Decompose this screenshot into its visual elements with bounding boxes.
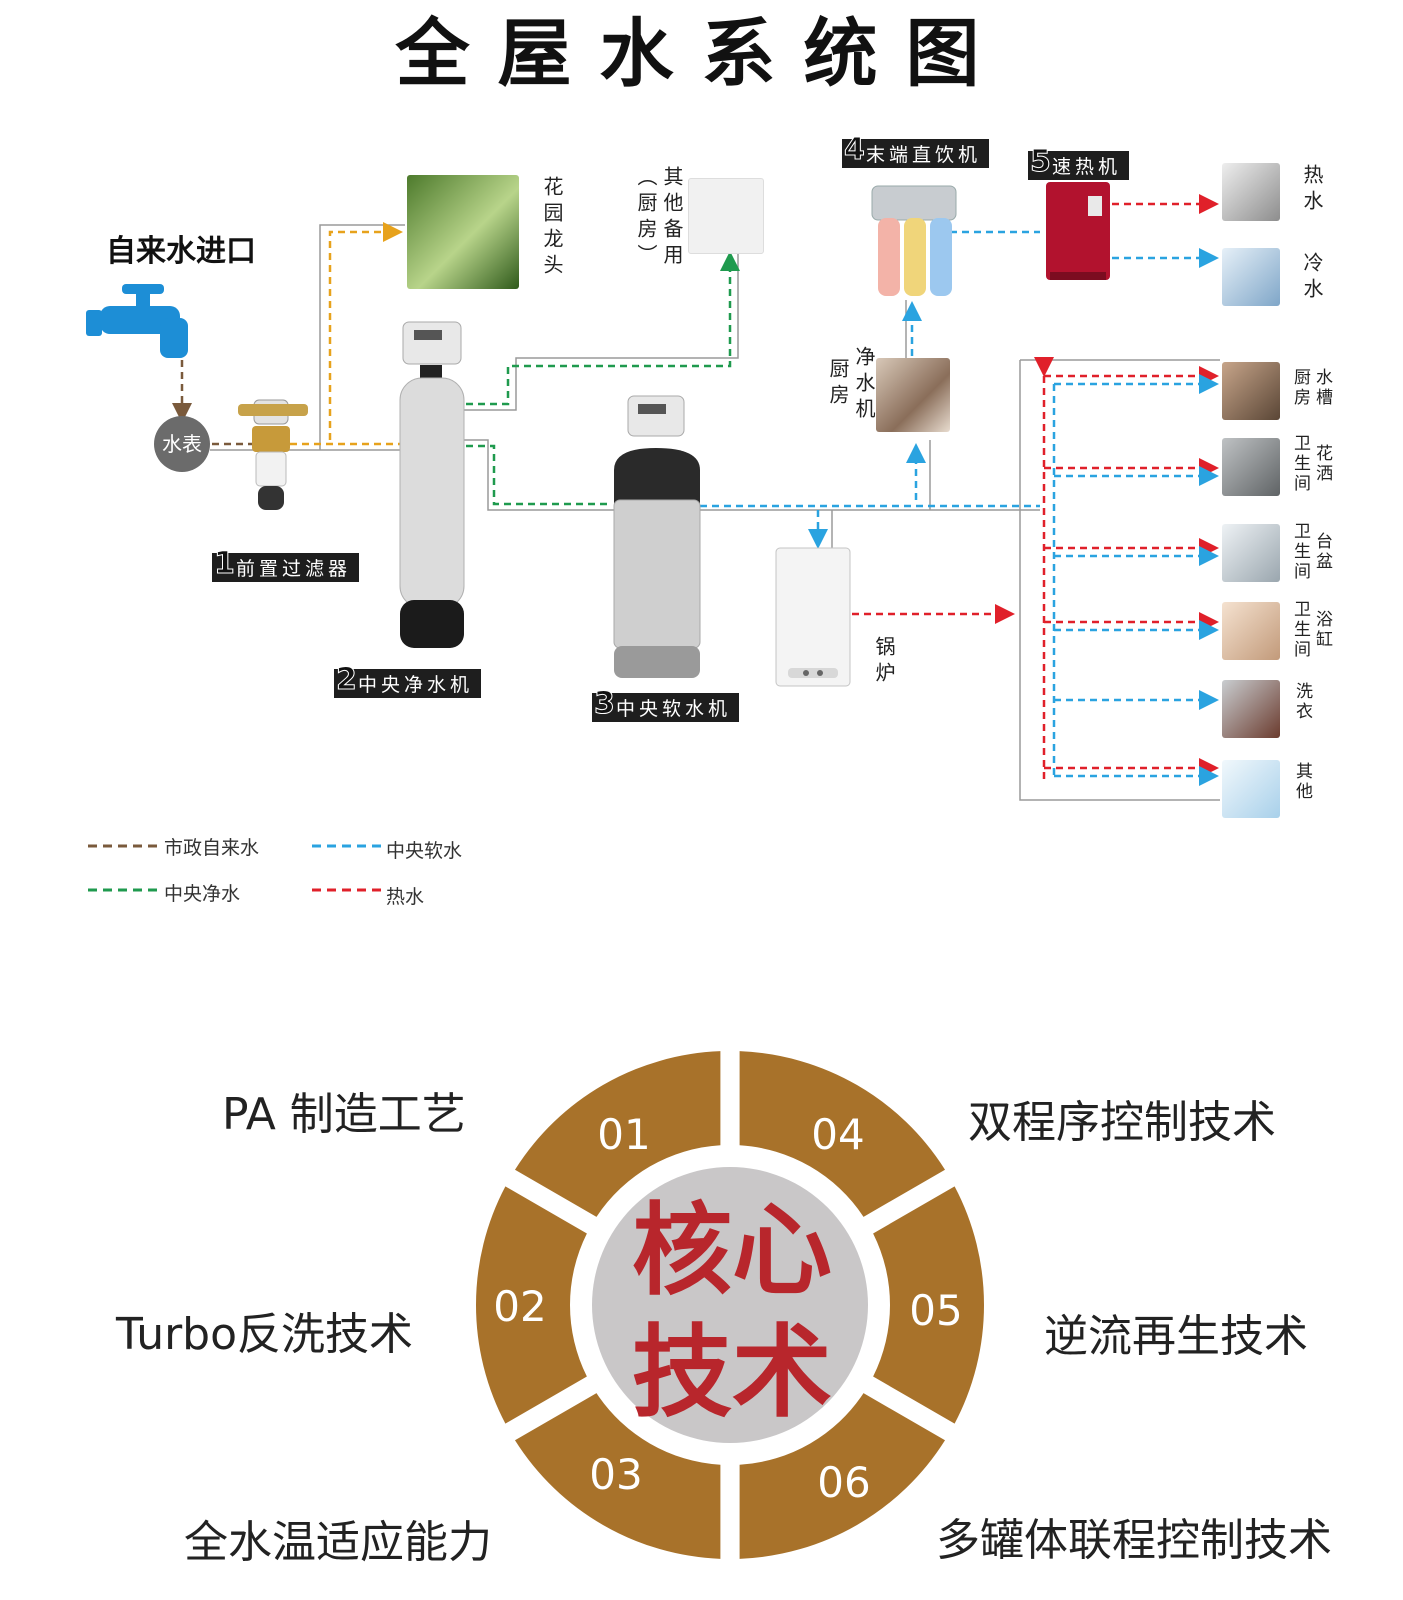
- garden-pipe: [328, 222, 403, 440]
- basin-photo: [1222, 524, 1280, 582]
- bathtub-label-b: 浴缸: [1312, 610, 1332, 650]
- segment-04-label: 04: [811, 1110, 864, 1159]
- basin-label-b: 台盆: [1312, 532, 1332, 572]
- garden-photo: [407, 175, 519, 289]
- water-meter: 水表: [154, 416, 210, 472]
- core-title-line2: 技术: [632, 1314, 832, 1431]
- laundry-label: 洗衣: [1292, 682, 1312, 722]
- shower-label-a: 卫生间: [1290, 434, 1310, 494]
- other-photo: [1222, 760, 1280, 818]
- cold-water-photo: [1222, 248, 1280, 306]
- legend-soft: 中央软水: [386, 840, 463, 862]
- pure-pipe-backup: [466, 251, 740, 406]
- feature-05: 逆流再生技术: [1044, 1311, 1308, 1362]
- ring-segment: [739, 1393, 946, 1559]
- ring-segment: [476, 1186, 587, 1424]
- garden-tap-label: 花园龙头: [540, 176, 564, 280]
- cold-water-label: 冷水: [1300, 252, 1324, 304]
- ring-segment: [514, 1051, 721, 1217]
- core-tech-ring: 核心 技术 01 02 03 04 05 06: [476, 1051, 984, 1559]
- core-circle: [592, 1167, 868, 1443]
- ring-segment: [514, 1393, 721, 1559]
- kitchen-sink-label-b: 水槽: [1312, 368, 1332, 408]
- basin-label-a: 卫生间: [1290, 522, 1310, 582]
- backup-kitchen-sketch: [688, 178, 764, 254]
- inlet-label: 自来水进口: [106, 234, 256, 269]
- segment-03-label: 03: [589, 1450, 642, 1499]
- pre-filter-tag: 1 前置过滤器: [212, 546, 360, 582]
- kitchen-purifier-photo: [876, 358, 950, 432]
- central-purifier-tag: 2 中央净水机: [334, 662, 482, 698]
- segment-01-label: 01: [597, 1110, 650, 1159]
- legend-swatches-left: [88, 844, 158, 892]
- pipe-diagram: [86, 182, 1220, 801]
- distribution-branches: [1044, 366, 1219, 786]
- central-softener-label: 中央软水机: [616, 698, 732, 720]
- terminal-drinker-device: [871, 185, 957, 296]
- instant-heater-device: [1046, 182, 1110, 280]
- kitchen-purifier-room: 厨房: [826, 358, 850, 410]
- hot-water-label: 热水: [1300, 164, 1324, 216]
- legend-pure: 中央净水: [164, 883, 241, 905]
- central-softener-tag: 3 中央软水机: [592, 686, 740, 722]
- kitchen-sink-label-a: 厨房: [1290, 368, 1310, 408]
- central-softener-device: [613, 395, 701, 678]
- instant-heater-tag: 5 速热机: [1028, 144, 1130, 180]
- feature-04: 双程序控制技术: [968, 1097, 1276, 1148]
- legend-hot: 热水: [386, 886, 425, 908]
- tap-icon: [86, 284, 188, 358]
- shower-photo: [1222, 438, 1280, 496]
- boiler-label: 锅炉: [872, 636, 896, 688]
- ring-segments: [476, 1051, 984, 1559]
- laundry-photo: [1222, 680, 1280, 738]
- pure-pipe-softener: [466, 444, 612, 506]
- feature-06: 多罐体联程控制技术: [936, 1515, 1332, 1566]
- core-title-line1: 核心: [632, 1192, 832, 1309]
- feature-02: Turbo反洗技术: [116, 1309, 414, 1360]
- kitchen-purifier-label: 净水机: [852, 346, 876, 424]
- central-purifier-label: 中央净水机: [358, 674, 474, 696]
- boiler-device: [775, 547, 851, 687]
- page-title: 全屋水系统图: [395, 11, 1008, 97]
- legend-swatches-right: [312, 844, 382, 892]
- segment-05-label: 05: [909, 1286, 962, 1335]
- terminal-drinker-label: 末端直饮机: [866, 144, 982, 166]
- bathtub-label-a: 卫生间: [1290, 600, 1310, 660]
- hot-water-photo: [1222, 163, 1280, 221]
- other-label: 其他: [1292, 762, 1312, 802]
- kitchen-sink-photo: [1222, 362, 1280, 420]
- pre-filter-num: 1: [214, 546, 239, 582]
- feature-01: PA 制造工艺: [222, 1089, 466, 1140]
- terminal-drinker-num: 4: [844, 132, 869, 168]
- pre-filter-device: [238, 399, 308, 510]
- ring-segment: [873, 1186, 984, 1424]
- terminal-drinker-tag: 4 末端直饮机: [842, 132, 990, 168]
- segment-06-label: 06: [817, 1458, 870, 1507]
- central-softener-num: 3: [594, 686, 619, 722]
- backup-kitchen-label: （厨房）: [634, 166, 658, 270]
- segment-02-label: 02: [493, 1282, 546, 1331]
- shower-label-b: 花洒: [1312, 444, 1332, 484]
- feature-03: 全水温适应能力: [184, 1517, 492, 1568]
- instant-heater-label: 速热机: [1052, 156, 1122, 178]
- legend-municipal: 市政自来水: [164, 837, 260, 859]
- central-purifier-device: [399, 321, 465, 648]
- ring-segment: [739, 1051, 946, 1217]
- backup-label: 其他备用: [660, 166, 684, 270]
- bathtub-photo: [1222, 602, 1280, 660]
- instant-heater-num: 5: [1030, 144, 1055, 180]
- pre-filter-label: 前置过滤器: [236, 558, 352, 580]
- central-purifier-num: 2: [336, 662, 361, 698]
